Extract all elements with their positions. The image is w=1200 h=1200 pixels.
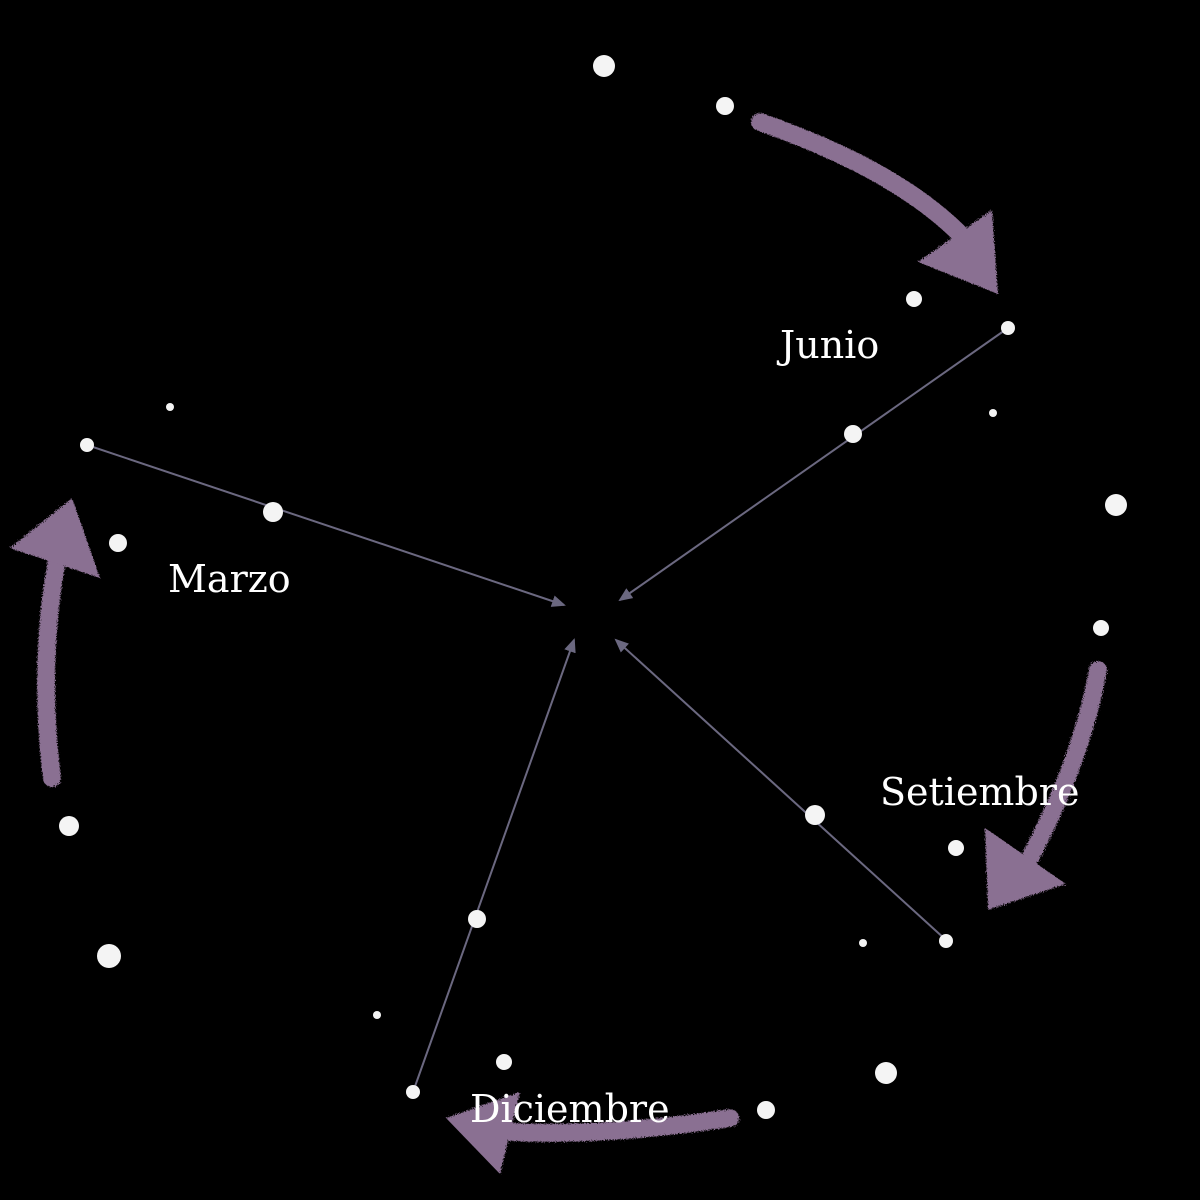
september-radial-line <box>614 638 947 941</box>
star <box>97 944 121 968</box>
march-label: Marzo <box>168 557 291 601</box>
star <box>109 534 127 552</box>
june-season-arrow <box>751 113 998 294</box>
radial-lines <box>86 327 1009 1093</box>
september-label: Setiembre <box>880 770 1079 814</box>
star <box>844 425 862 443</box>
december-label: Diciembre <box>470 1087 670 1131</box>
march-radial-line <box>86 444 566 607</box>
star <box>989 409 997 417</box>
june-radial-line <box>618 327 1009 602</box>
september-season-arrow <box>985 661 1107 910</box>
star <box>59 816 79 836</box>
star <box>716 97 734 115</box>
star <box>593 55 615 77</box>
star <box>468 910 486 928</box>
star <box>1105 494 1127 516</box>
star <box>875 1062 897 1084</box>
star <box>406 1085 420 1099</box>
december-radial-line <box>412 638 576 1093</box>
star <box>859 939 867 947</box>
december-season-arrow <box>446 1092 739 1174</box>
star <box>1093 620 1109 636</box>
star <box>496 1054 512 1070</box>
star <box>1001 321 1015 335</box>
stars <box>59 55 1127 1119</box>
star <box>166 403 174 411</box>
star <box>805 805 825 825</box>
star <box>939 934 953 948</box>
star <box>80 438 94 452</box>
season-arrows <box>10 113 1107 1174</box>
star <box>373 1011 381 1019</box>
march-season-arrow <box>10 498 100 787</box>
star <box>757 1101 775 1119</box>
star <box>948 840 964 856</box>
star <box>906 291 922 307</box>
june-label: Junio <box>776 323 879 367</box>
star <box>263 502 283 522</box>
